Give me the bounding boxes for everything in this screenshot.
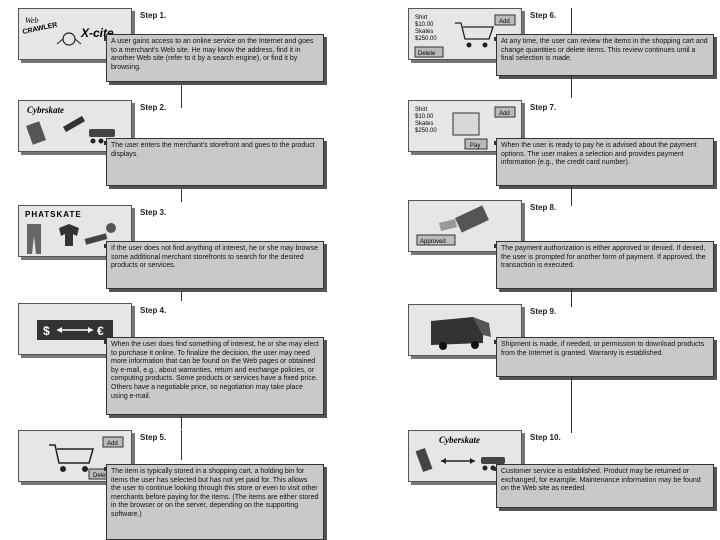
step-description: The user enters the merchant's storefron… (106, 138, 324, 186)
credit-card-approval-icon: Approved (416, 205, 489, 246)
thumb-text: Shirt (415, 15, 428, 21)
thumb-text: Add (107, 441, 118, 447)
step-description: A user gains access to an online service… (106, 34, 324, 82)
clothing-store-icon: PHATSKATE (25, 210, 116, 254)
right-column: Shirt $10.00 Skates $250.00 Add Delete S… (390, 0, 720, 540)
thumb-text: Cyberskate (439, 435, 480, 445)
thumb-text: Delete (418, 51, 436, 57)
connector-line (571, 8, 572, 34)
step-description: When the user does find something of int… (106, 337, 324, 415)
connector-line (571, 76, 572, 98)
step-description: Customer service is established. Product… (496, 464, 714, 508)
step-label: Step 5. (140, 433, 167, 442)
thumb-text: Add (499, 111, 510, 117)
thumb-text: $250.00 (415, 36, 437, 42)
cart-review-icon: Shirt $10.00 Skates $250.00 Add Delete (414, 14, 516, 58)
thumb-text: € (97, 324, 104, 338)
thumb-text: Skates (415, 29, 433, 35)
step-label: Step 7. (530, 103, 557, 112)
connector-line (571, 289, 572, 307)
thumb-text: Shirt (415, 107, 428, 113)
thumb-text: $ (43, 324, 50, 338)
thumb-text: Pay (470, 143, 480, 149)
connector-line (571, 377, 572, 433)
step-description: At any time, the user can review the ite… (496, 34, 714, 76)
thumb-text: PHATSKATE (25, 210, 82, 219)
connector-line (181, 415, 182, 429)
step-description: Shipment is made, if needed, or permissi… (496, 337, 714, 377)
thumb-text: X-cite (80, 26, 114, 40)
step-label: Step 9. (530, 307, 557, 316)
step-label: Step 4. (140, 306, 167, 315)
webcrawler-logo-icon: Web CRAWLER X-cite (22, 16, 114, 46)
step-label: Step 1. (140, 11, 167, 20)
step-5-thumbnail: Add Delete (18, 430, 132, 482)
thumb-text: Approved (420, 239, 446, 245)
payment-options-icon: Shirt $10.00 Skates $250.00 Add Pay (415, 106, 516, 150)
thumb-text: Cybrskate (27, 105, 64, 115)
connector-line (571, 186, 572, 206)
delivery-truck-icon (431, 317, 491, 350)
step-label: Step 10. (530, 433, 561, 442)
thumb-text: Web (25, 16, 38, 25)
thumb-text: Skates (415, 121, 433, 127)
thumb-text: Add (499, 19, 510, 25)
step-7-thumbnail: Shirt $10.00 Skates $250.00 Add Pay (408, 100, 522, 152)
step-label: Step 8. (530, 203, 557, 212)
step-description: When the user is ready to pay he is advi… (496, 138, 714, 186)
step-2-thumbnail: Cybrskate (18, 100, 132, 152)
step-description: The payment authorization is either appr… (496, 241, 714, 289)
connector-line (181, 430, 182, 460)
step-label: Step 2. (140, 103, 167, 112)
step-description: If the user does not find anything of in… (106, 241, 324, 289)
thumb-text: Delete (93, 473, 111, 479)
left-column: Web CRAWLER X-cite Step 1. A user gains … (0, 0, 340, 540)
step-9-thumbnail (408, 304, 522, 356)
price-negotiation-icon: $ € (37, 320, 113, 340)
step-description: The item is typically stored in a shoppi… (106, 464, 324, 540)
thumb-text: $10.00 (415, 114, 434, 120)
connector-line (181, 58, 182, 108)
skate-store-icon: Cybrskate (26, 105, 115, 145)
thumb-text: $10.00 (415, 22, 434, 28)
step-label: Step 3. (140, 208, 167, 217)
thumb-text: $250.00 (415, 128, 437, 134)
step-label: Step 6. (530, 11, 557, 20)
